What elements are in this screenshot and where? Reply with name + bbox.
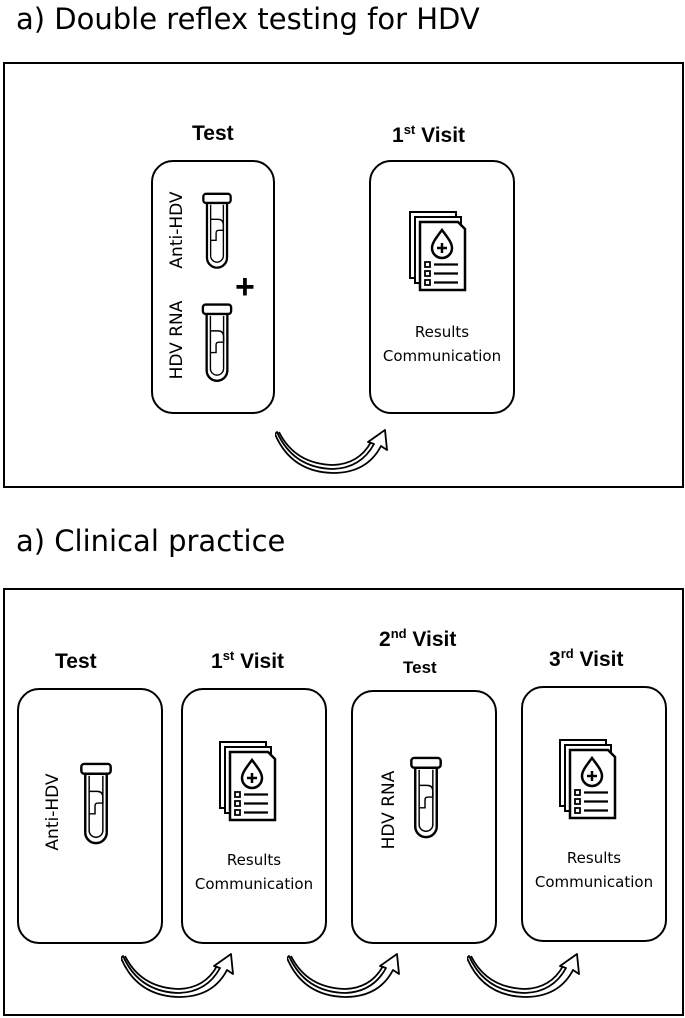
hdv-rna-label: HDV RNA <box>167 300 187 380</box>
test-header: Test <box>192 122 234 145</box>
visit1-header: 1st Visit <box>211 648 285 673</box>
test-card: Anti-HDV + HDV RNA <box>151 160 275 414</box>
section-b-title: a) Clinical practice <box>16 524 286 558</box>
curved-arrow-icon <box>275 428 391 474</box>
test-header: Test <box>55 650 97 673</box>
curved-arrow-icon <box>467 952 583 998</box>
test-tube-icon <box>79 762 113 850</box>
results-document-icon <box>407 210 471 294</box>
anti-hdv-label: Anti-HDV <box>43 773 63 851</box>
results-document-icon <box>217 740 281 824</box>
curved-arrow-icon <box>287 952 403 998</box>
visit3-header: 3rd Visit <box>549 646 624 671</box>
test-card: Anti-HDV <box>17 688 163 944</box>
visit2-test-subheader: Test <box>403 658 437 677</box>
test-tube-icon <box>201 302 233 388</box>
section-a-title: a) Double reflex testing for HDV <box>16 2 480 36</box>
hdv-rna-label: HDV RNA <box>379 770 399 850</box>
results-document-icon <box>557 738 621 822</box>
section-b-frame: Test 1st Visit 2nd Visit Test 3rd Visit … <box>3 588 684 1016</box>
test-tube-icon <box>201 192 233 274</box>
visit2-card: HDV RNA <box>351 690 497 944</box>
test-tube-icon <box>409 756 443 844</box>
visit-header: 1st Visit <box>392 122 466 147</box>
curved-arrow-icon <box>121 952 237 998</box>
visit2-header: 2nd Visit <box>379 626 457 651</box>
anti-hdv-label: Anti-HDV <box>167 191 187 269</box>
section-a-frame: Test 1st Visit Anti-HDV + HDV RNA Result… <box>3 62 684 488</box>
plus-sign: + <box>235 268 255 306</box>
